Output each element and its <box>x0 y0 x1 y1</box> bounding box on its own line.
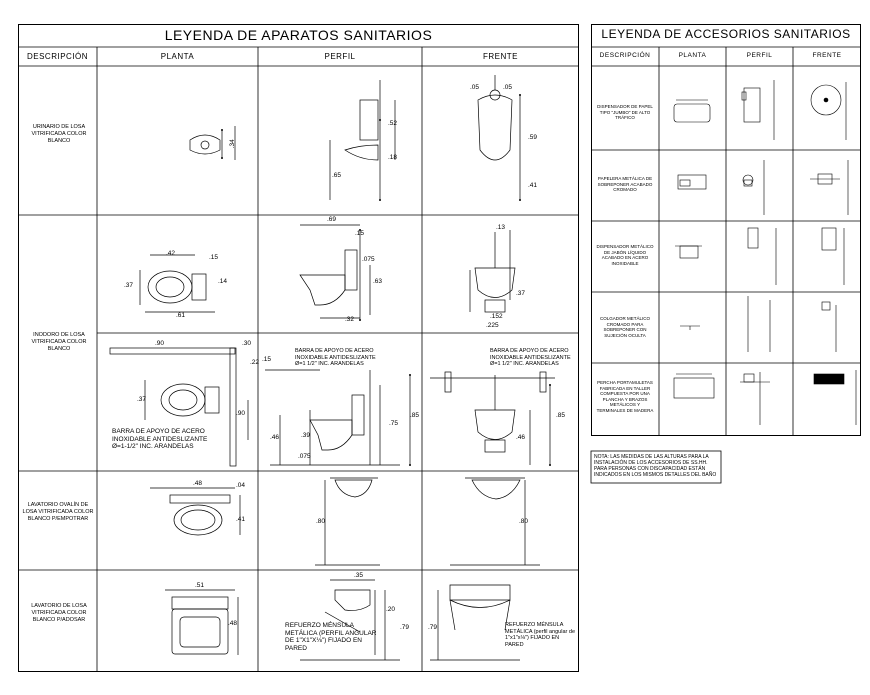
dim-wc-front-d: .225 <box>486 322 499 329</box>
desc-percha: PERCHA PORTAMULETAS FABRICADA EN TALLER … <box>596 380 654 413</box>
dim-wc-front-b: .37 <box>516 290 526 297</box>
dim-wc-front-c: .152 <box>490 313 503 320</box>
left-table <box>18 24 579 672</box>
left-header-perfil: PERFIL <box>324 52 356 61</box>
dim-lv-front: .79 <box>428 624 438 631</box>
dim-u-front-a: .05 <box>470 84 480 91</box>
accessory-drawings <box>673 80 857 425</box>
dim-wcb-plan-c: .15 <box>262 356 272 363</box>
dim-wc-prof-a: .69 <box>327 216 337 223</box>
dimension-ticks <box>221 94 551 466</box>
dim-wc-prof-c: .075 <box>362 256 375 263</box>
dim-lv-prof-c: .79 <box>400 624 410 631</box>
wc-drawings <box>139 224 516 320</box>
desc-inodoro: INODORO DE LOSA VITRIFICADA COLOR BLANCO <box>31 332 87 352</box>
right-table-title: LEYENDA DE ACCESORIOS SANITARIOS <box>601 27 851 41</box>
dim-lv-prof-a: .35 <box>354 572 364 579</box>
dim-lv-plan-a: .51 <box>195 582 205 589</box>
dim-wcb-prof-a: .75 <box>389 420 399 427</box>
wc-bar-drawings <box>109 347 555 467</box>
wall-lav-drawings <box>165 579 520 661</box>
dim-wcb-plan-e: .37 <box>137 396 147 403</box>
dim-wcb-plan-a: .90 <box>155 340 165 347</box>
annotation-refuerzo-front: REFUERZO MÉNSULA METÁLICA (perfil angula… <box>505 622 576 648</box>
dim-u-front-d: .41 <box>528 182 538 189</box>
right-header-descripcion: DESCRIPCIÓN <box>599 52 651 59</box>
left-header-planta: PLANTA <box>160 52 195 61</box>
dim-u-prof-a: .52 <box>388 120 398 127</box>
dim-wcb-front-a: .85 <box>556 412 566 419</box>
dim-ov-prof: .80 <box>316 518 326 525</box>
dim-wcb-plan-f: .90 <box>236 410 246 417</box>
desc-dispensador-jabon: DISPENSADOR METÁLICO DE JABÓN LÍQUIDO AC… <box>596 244 654 266</box>
dim-wc-prof-b: .15 <box>355 230 365 237</box>
dim-ov-front: .80 <box>519 518 529 525</box>
annotation-bar-front: BARRA DE APOYO DE ACERO INOXIDABLE ANTID… <box>490 348 571 367</box>
desc-dispensador-papel: DISPENSADOR DE PAPEL TIPO "JUMBO" DE ALT… <box>597 104 653 120</box>
right-header-frente: FRENTE <box>812 52 842 59</box>
urinal-drawings <box>189 75 521 200</box>
dim-wcb-prof-d: .46 <box>270 434 280 441</box>
left-header-descripcion: DESCRIPCIÓN <box>26 52 89 61</box>
dim-wc-front-a: .13 <box>496 224 506 231</box>
dim-wc-plan-c: .37 <box>124 282 134 289</box>
dim-wcb-prof-c: .39 <box>301 432 311 439</box>
dim-u-front-b: .05 <box>503 84 513 91</box>
dim-wcb-prof-b: .85 <box>410 412 420 419</box>
dim-wc-prof-e: .32 <box>345 316 355 323</box>
desc-urinario: URINARIO DE LOSA VITRIFICADA COLOR BLANC… <box>31 124 87 144</box>
left-table-title: LEYENDA DE APARATOS SANITARIOS <box>164 27 433 43</box>
dim-wcb-plan-b: .30 <box>242 340 252 347</box>
dim-ov-plan-c: .41 <box>236 516 246 523</box>
right-header-planta: PLANTA <box>678 52 707 59</box>
right-header-perfil: PERFIL <box>746 52 773 59</box>
dim-lv-plan-b: .48 <box>228 620 238 627</box>
dim-wcb-plan-d: .22 <box>250 359 260 366</box>
dim-u-plan: .34 <box>228 139 236 149</box>
dim-ov-plan-a: .48 <box>193 480 203 487</box>
dim-wc-plan-e: .61 <box>176 312 186 319</box>
dim-u-prof-b: .18 <box>388 154 398 161</box>
oval-lav-drawings <box>150 477 540 566</box>
dim-wc-plan-d: .14 <box>218 278 228 285</box>
desc-lavatorio-adosar: LAVATORIO DE LOSA VITRIFICADA COLOR BLAN… <box>31 603 87 623</box>
dim-u-prof-c: .65 <box>332 172 342 179</box>
dim-wc-plan-b: .15 <box>209 254 219 261</box>
desc-colgador: COLGADOR METÁLICO CROMADO PARA SOBREPONE… <box>599 316 650 338</box>
annotation-bar-plan: BARRA DE APOYO DE ACERO INOXIDABLE ANTID… <box>112 428 208 450</box>
left-header-frente: FRENTE <box>483 52 518 61</box>
annotation-refuerzo-profile: REFUERZO MÉNSULA METÁLICA (perfil angula… <box>285 622 377 652</box>
dim-wcb-prof-e: .075 <box>298 453 311 460</box>
dim-u-front-c: .59 <box>528 134 538 141</box>
accessories-note: NOTA: LAS MEDIDAS DE LAS ALTURAS PARA LA… <box>594 454 717 478</box>
dim-wcb-front-b: .46 <box>516 434 526 441</box>
desc-papelera: PAPELERA METÁLICA DE SOBREPONER ACABADO … <box>597 176 653 192</box>
desc-lavatorio-ovalin: LAVATORIO OVALÍN DE LOSA VITRIFICADA COL… <box>22 502 94 522</box>
dim-lv-prof-b: .20 <box>386 606 396 613</box>
dim-wc-plan-a: .42 <box>166 250 176 257</box>
dim-ov-plan-b: .04 <box>236 482 246 489</box>
annotation-bar-profile: BARRA DE APOYO DE ACERO INOXIDABLE ANTID… <box>295 348 376 367</box>
dim-wc-prof-d: .63 <box>373 278 383 285</box>
